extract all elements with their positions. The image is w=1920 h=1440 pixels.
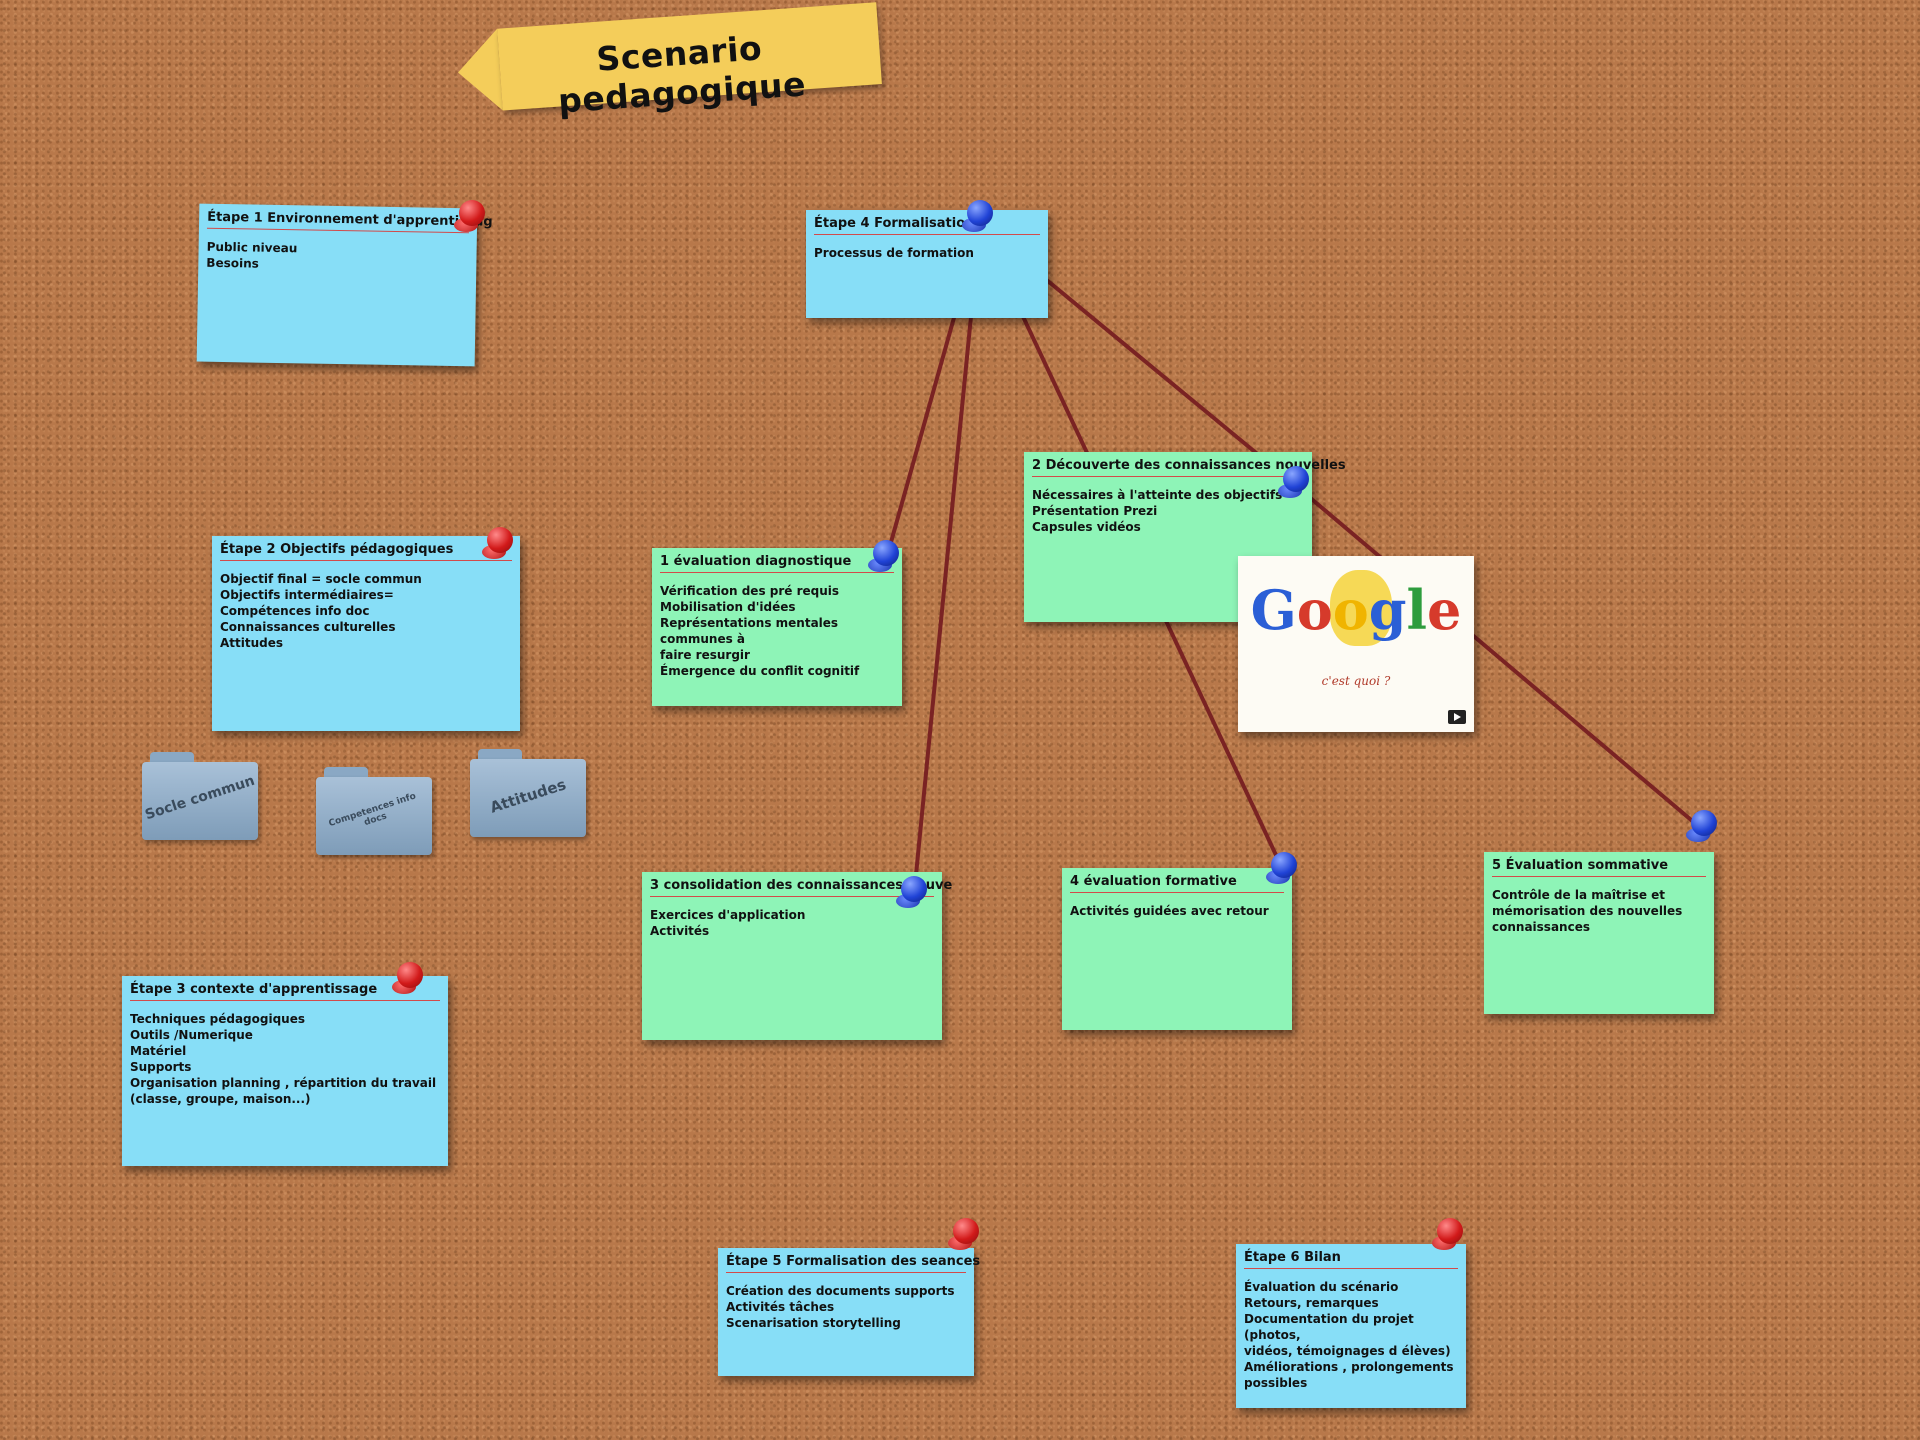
note-line: Objectif final = socle commun <box>220 572 422 586</box>
note-line: Objectifs intermédiaires= <box>220 588 394 602</box>
note-line: connaissances <box>1492 920 1590 934</box>
blue-pin-icon <box>868 540 902 574</box>
image-caption: c'est quoi ? <box>1321 674 1391 688</box>
folder-attitudes[interactable]: Attitudes <box>470 749 586 837</box>
note-line: Émergence du conflit cognitif <box>660 664 860 678</box>
note-etape5[interactable]: Étape 5 Formalisation des seances Créati… <box>718 1248 980 1376</box>
note-line: Présentation Prezi <box>1032 504 1158 518</box>
note-etape1[interactable]: Étape 1 Environnement d'apprentissag Pub… <box>196 203 493 367</box>
note-evaluation-formative[interactable]: 4 évaluation formative Activités guidées… <box>1062 868 1292 1030</box>
note-lines: Nécessaires à l'atteinte des objectifs P… <box>1032 487 1304 535</box>
note-line: Mobilisation d'idées <box>660 600 796 614</box>
note-title: 5 Évaluation sommative <box>1492 858 1706 877</box>
homer-face-icon <box>1330 570 1392 646</box>
string-consolidation <box>912 223 982 897</box>
note-etape3[interactable]: Étape 3 contexte d'apprentissage Techniq… <box>122 976 448 1166</box>
note-title: Étape 3 contexte d'apprentissage <box>130 982 440 1001</box>
play-icon[interactable] <box>1448 710 1466 724</box>
blue-pin-icon <box>1266 852 1300 886</box>
red-pin-icon <box>454 200 488 234</box>
blue-pin-icon <box>1278 466 1312 500</box>
note-line: (classe, groupe, maison...) <box>130 1092 311 1106</box>
note-line: Représentations mentales communes à <box>660 616 839 646</box>
red-pin-icon <box>948 1218 982 1252</box>
note-line: Vérification des pré requis <box>660 584 840 598</box>
note-lines: Contrôle de la maîtrise et mémorisation … <box>1492 887 1706 935</box>
folder-socle-commun[interactable]: Socle commun <box>142 752 258 840</box>
note-lines: Processus de formation <box>814 245 1040 261</box>
note-title: 4 évaluation formative <box>1070 874 1284 893</box>
note-line: Nécessaires à l'atteinte des objectifs <box>1032 488 1283 502</box>
note-lines: Création des documents supports Activité… <box>726 1283 966 1331</box>
note-lines: Évaluation du scénario Retours, remarque… <box>1244 1279 1458 1391</box>
note-line: Supports <box>130 1060 192 1074</box>
note-line: Capsules vidéos <box>1032 520 1141 534</box>
google-video-card[interactable]: Google c'est quoi ? <box>1238 556 1474 732</box>
folder-competences[interactable]: Competences info docs <box>316 767 432 855</box>
note-line: Création des documents supports <box>726 1284 955 1298</box>
note-lines: Activités guidées avec retour <box>1070 903 1284 919</box>
note-lines: Vérification des pré requis Mobilisation… <box>660 583 894 679</box>
note-line: Améliorations , prolongements <box>1244 1360 1454 1374</box>
note-line: mémorisation des nouvelles <box>1492 904 1683 918</box>
note-line: Attitudes <box>220 636 284 650</box>
note-line: Activités guidées avec retour <box>1070 904 1269 918</box>
note-line: Techniques pédagogiques <box>130 1012 306 1026</box>
note-line: Besoins <box>206 255 259 271</box>
note-decouverte[interactable]: 2 Découverte des connaissances nouvelles… <box>1024 452 1346 622</box>
note-etape4[interactable]: Étape 4 Formalisation Processus de forma… <box>806 210 1048 318</box>
note-line: Outils /Numerique <box>130 1028 253 1042</box>
note-lines: Techniques pédagogiques Outils /Numeriqu… <box>130 1011 440 1107</box>
note-line: Activités <box>650 924 710 938</box>
note-line: possibles <box>1244 1376 1308 1390</box>
note-line: Évaluation du scénario <box>1244 1280 1399 1294</box>
note-line: Processus de formation <box>814 246 974 260</box>
blue-pin-icon <box>1686 810 1720 844</box>
note-line: faire resurgir <box>660 648 750 662</box>
note-etape6[interactable]: Étape 6 Bilan Évaluation du scénario Ret… <box>1236 1244 1466 1408</box>
title-banner: Scenario pedagogique <box>455 2 882 121</box>
note-lines: Exercices d'application Activités <box>650 907 934 939</box>
red-pin-icon <box>392 962 426 996</box>
note-lines: Public niveau Besoins <box>206 239 469 276</box>
red-pin-icon <box>1432 1218 1466 1252</box>
note-evaluation-diagnostique[interactable]: 1 évaluation diagnostique Vérification d… <box>652 548 902 706</box>
note-line: Compétences info doc <box>220 604 370 618</box>
note-title: Étape 2 Objectifs pédagogiques <box>220 542 512 561</box>
note-line: Activités tâches <box>726 1300 835 1314</box>
note-line: Organisation planning , répartition du t… <box>130 1076 437 1090</box>
note-line: Connaissances culturelles <box>220 620 396 634</box>
note-title: Étape 1 Environnement d'apprentissag <box>206 209 493 234</box>
note-line: Retours, remarques <box>1244 1296 1379 1310</box>
note-line: Matériel <box>130 1044 187 1058</box>
note-consolidation[interactable]: 3 consolidation des connaissances nouve … <box>642 872 952 1040</box>
blue-pin-icon <box>896 876 930 910</box>
red-pin-icon <box>482 527 516 561</box>
note-lines: Objectif final = socle commun Objectifs … <box>220 571 512 651</box>
folder-icon <box>316 777 432 855</box>
google-logo: Google <box>1250 578 1462 642</box>
note-title: 1 évaluation diagnostique <box>660 554 894 573</box>
note-etape2[interactable]: Étape 2 Objectifs pédagogiques Objectif … <box>212 536 520 731</box>
note-line: Exercices d'application <box>650 908 806 922</box>
note-title: Étape 4 Formalisation <box>814 216 1040 235</box>
note-title: 2 Découverte des connaissances nouvelles <box>1032 458 1346 477</box>
note-title: Étape 6 Bilan <box>1244 1250 1458 1269</box>
folder-icon <box>142 762 258 840</box>
note-line: Documentation du projet (photos, <box>1244 1312 1414 1342</box>
note-line: Scenarisation storytelling <box>726 1316 901 1330</box>
note-evaluation-sommative[interactable]: 5 Évaluation sommative Contrôle de la ma… <box>1484 852 1714 1014</box>
note-line: Contrôle de la maîtrise et <box>1492 888 1666 902</box>
folder-icon <box>470 759 586 837</box>
note-title: 3 consolidation des connaissances nouve <box>650 878 952 897</box>
banner-arrow <box>455 28 503 114</box>
note-line: vidéos, témoignages d élèves) <box>1244 1344 1451 1358</box>
note-title: Étape 5 Formalisation des seances <box>726 1254 980 1273</box>
blue-pin-icon <box>962 200 996 234</box>
